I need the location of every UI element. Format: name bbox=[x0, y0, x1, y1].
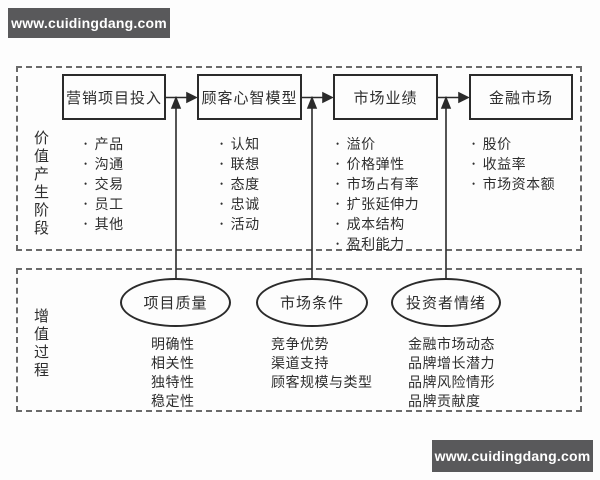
stage-list-financial-market: 股价 收益率 市场资本额 bbox=[472, 135, 555, 195]
list-item: 沟通 bbox=[84, 155, 124, 175]
list-item: 交易 bbox=[84, 175, 124, 195]
list-item: 品牌贡献度 bbox=[408, 395, 481, 410]
list-item: 联想 bbox=[220, 155, 260, 175]
factor-label: 项目质量 bbox=[143, 296, 208, 312]
watermark-top: www.cuidingdang.com bbox=[8, 8, 170, 38]
factor-ellipse-market-conditions: 市场条件 bbox=[256, 278, 368, 327]
list-item: 品牌增长潜力 bbox=[408, 357, 495, 372]
list-item: 其他 bbox=[84, 215, 124, 235]
factor-label: 投资者情绪 bbox=[405, 296, 486, 312]
stage-box-label: 市场业绩 bbox=[353, 90, 418, 107]
list-item: 相关性 bbox=[151, 357, 195, 372]
list-item: 金融市场动态 bbox=[408, 338, 495, 353]
list-item: 盈利能力 bbox=[336, 235, 419, 255]
list-item: 顾客规模与类型 bbox=[271, 376, 373, 391]
list-item: 溢价 bbox=[336, 135, 419, 155]
list-item: 独特性 bbox=[151, 376, 195, 391]
value-adding-side-label: 增值过程 bbox=[32, 308, 48, 380]
watermark-bottom: www.cuidingdang.com bbox=[432, 440, 593, 472]
factor-list-market-conditions: 竞争优势 渠道支持 顾客规模与类型 bbox=[271, 336, 373, 393]
factor-ellipse-project-quality: 项目质量 bbox=[120, 278, 231, 327]
list-item: 活动 bbox=[220, 215, 260, 235]
list-item: 股价 bbox=[472, 135, 555, 155]
list-item: 渠道支持 bbox=[271, 357, 329, 372]
factor-label: 市场条件 bbox=[279, 296, 344, 312]
list-item: 扩张延伸力 bbox=[336, 195, 419, 215]
factor-ellipse-investor-sentiment: 投资者情绪 bbox=[391, 278, 501, 327]
watermark-bottom-text: www.cuidingdang.com bbox=[434, 448, 591, 464]
stage-box-label: 金融市场 bbox=[488, 90, 553, 107]
stage-box-label: 顾客心智模型 bbox=[201, 90, 298, 107]
list-item: 员工 bbox=[84, 195, 124, 215]
list-item: 市场资本额 bbox=[472, 175, 555, 195]
list-item: 成本结构 bbox=[336, 215, 419, 235]
factor-list-project-quality: 明确性 相关性 独特性 稳定性 bbox=[151, 336, 195, 412]
stage-list-marketing-investment: 产品 沟通 交易 员工 其他 bbox=[84, 135, 124, 235]
list-item: 收益率 bbox=[472, 155, 555, 175]
list-item: 竞争优势 bbox=[271, 338, 329, 353]
stage-list-market-performance: 溢价 价格弹性 市场占有率 扩张延伸力 成本结构 盈利能力 bbox=[336, 135, 419, 255]
list-item: 态度 bbox=[220, 175, 260, 195]
list-item: 忠诚 bbox=[220, 195, 260, 215]
list-item: 明确性 bbox=[151, 338, 195, 353]
list-item: 价格弹性 bbox=[336, 155, 419, 175]
value-generation-section bbox=[16, 66, 582, 251]
list-item: 市场占有率 bbox=[336, 175, 419, 195]
stage-box-marketing-investment: 营销项目投入 bbox=[62, 74, 166, 120]
list-item: 产品 bbox=[84, 135, 124, 155]
stage-box-label: 营销项目投入 bbox=[65, 90, 162, 107]
stage-box-customer-mindset: 顾客心智模型 bbox=[197, 74, 302, 120]
list-item: 认知 bbox=[220, 135, 260, 155]
stage-list-customer-mindset: 认知 联想 态度 忠诚 活动 bbox=[220, 135, 260, 235]
watermark-top-text: www.cuidingdang.com bbox=[11, 15, 167, 31]
stage-box-market-performance: 市场业绩 bbox=[333, 74, 438, 120]
list-item: 品牌风险情形 bbox=[408, 376, 495, 391]
list-item: 稳定性 bbox=[151, 395, 195, 410]
stage-box-financial-market: 金融市场 bbox=[469, 74, 573, 120]
factor-list-investor-sentiment: 金融市场动态 品牌增长潜力 品牌风险情形 品牌贡献度 bbox=[408, 336, 495, 412]
value-generation-side-label: 价值产生阶段 bbox=[32, 130, 48, 238]
value-adding-section bbox=[16, 268, 582, 412]
